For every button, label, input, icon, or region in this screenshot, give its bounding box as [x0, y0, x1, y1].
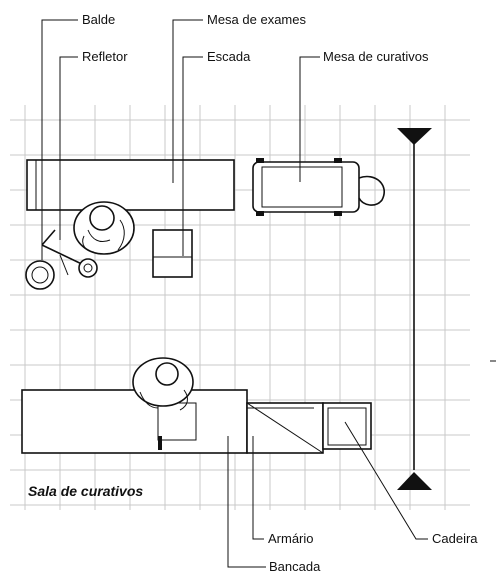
counter [21, 389, 248, 454]
triangle-up-icon [397, 472, 432, 490]
exam-table [26, 159, 235, 211]
label-bancada: Bancada [269, 559, 321, 574]
label-refletor: Refletor [82, 49, 128, 64]
label-cadeira: Cadeira [432, 531, 478, 546]
dressing-cart [252, 158, 385, 216]
person-top-icon [73, 201, 135, 255]
label-mesa-curativos: Mesa de curativos [323, 49, 429, 64]
chair [322, 402, 372, 450]
label-escada: Escada [207, 49, 251, 64]
bucket-icon [25, 260, 55, 290]
lamp-icon [41, 229, 98, 278]
step-stool [152, 229, 193, 278]
triangle-down-icon [397, 128, 432, 145]
leader-lines [41, 19, 428, 568]
plan-title: Sala de curativos [28, 483, 143, 499]
person-top-icon-2 [132, 357, 194, 411]
cabinet [246, 402, 324, 454]
label-armario: Armário [268, 531, 314, 546]
label-balde: Balde [82, 12, 115, 27]
label-mesa-exames: Mesa de exames [207, 12, 306, 27]
